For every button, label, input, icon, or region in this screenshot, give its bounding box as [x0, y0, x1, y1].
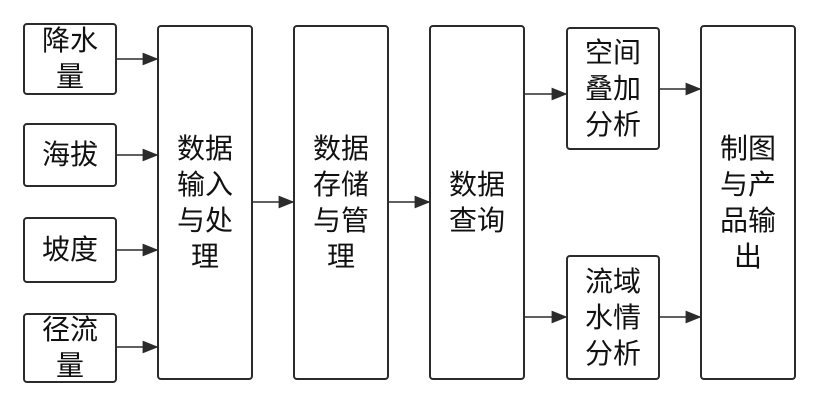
node-elevation: 海拔: [23, 123, 117, 187]
node-data-storage: 数据 存储 与管 理: [293, 25, 389, 380]
node-spatial-overlay-label: 空间 叠加 分析: [584, 35, 641, 141]
node-map-output: 制图 与产 品输 出: [700, 25, 796, 380]
node-runoff: 径流 量: [23, 313, 117, 383]
node-rainfall: 降水 量: [23, 23, 117, 95]
node-map-output-label: 制图 与产 品输 出: [719, 131, 776, 273]
node-data-input: 数据 输入 与处 理: [157, 25, 253, 380]
node-data-query-label: 数据 查询: [448, 167, 505, 237]
node-rainfall-label: 降水 量: [41, 24, 98, 93]
node-data-query: 数据 查询: [429, 25, 525, 380]
node-spatial-overlay: 空间 叠加 分析: [566, 27, 660, 150]
node-runoff-label: 径流 量: [41, 313, 98, 382]
node-data-input-label: 数据 输入 与处 理: [176, 131, 233, 273]
node-watershed-analysis: 流域 水情 分析: [566, 255, 660, 380]
node-slope: 坡度: [23, 217, 117, 283]
node-watershed-analysis-label: 流域 水情 分析: [584, 264, 641, 370]
node-slope-label: 坡度: [41, 233, 98, 266]
node-data-storage-label: 数据 存储 与管 理: [312, 131, 369, 273]
node-elevation-label: 海拔: [41, 138, 98, 171]
